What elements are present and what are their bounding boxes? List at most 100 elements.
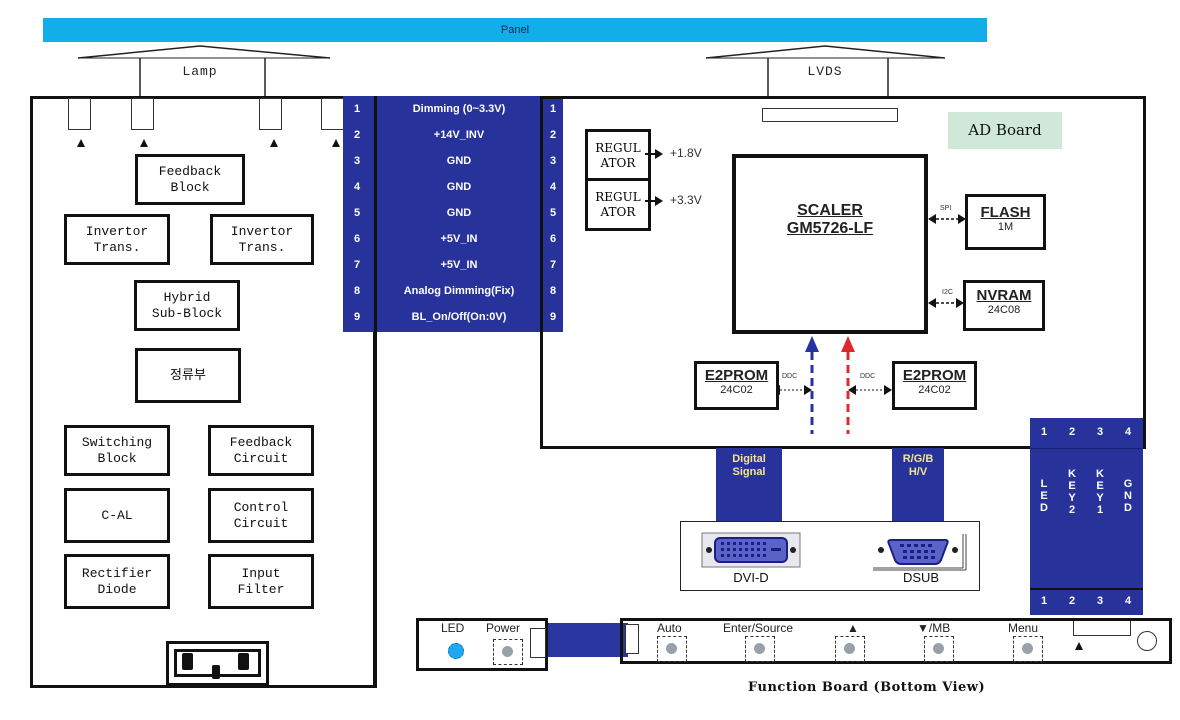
dvi-d-label: DVI-D: [733, 570, 769, 585]
key-pin-number: 3: [1096, 426, 1104, 438]
key-pin-number: 1: [1040, 595, 1048, 607]
dsub-port-icon: [873, 534, 967, 571]
auto-button-label: Auto: [657, 621, 682, 635]
pin-number: 2: [549, 129, 557, 141]
key-signal-label: K E Y 2: [1068, 468, 1076, 516]
i2c-bus-label: I2C: [942, 289, 953, 296]
pin-number: 9: [549, 311, 557, 323]
lamp-socket: [259, 98, 282, 130]
pin-number: 5: [353, 207, 361, 219]
lvds-label: LVDS: [807, 64, 843, 79]
key-pin-number: 2: [1068, 426, 1076, 438]
triangle-marker-icon: [140, 139, 148, 147]
pin-number: 7: [549, 259, 557, 271]
pin-number: 1: [549, 103, 557, 115]
up-button-label: ▲: [847, 621, 859, 635]
lvds-connector-slot: [762, 108, 898, 122]
ddc-bus-label: DDC: [782, 373, 798, 380]
key-pin-number: 3: [1096, 595, 1104, 607]
enter-source-button-label: Enter/Source: [723, 621, 794, 635]
regulator-output-voltage: +1.8V: [670, 146, 702, 160]
pin-number: 2: [353, 129, 361, 141]
mounting-hole-icon: [1137, 631, 1157, 651]
c-al-block: C-AL: [64, 488, 170, 543]
pin-signal-label: +5V_IN: [440, 233, 478, 245]
ac-inlet-icon: [166, 641, 269, 686]
key-signal-label: G N D: [1123, 478, 1133, 514]
board-edge-line: [374, 96, 377, 688]
digital-arrow-head-icon: [805, 336, 819, 352]
up-button[interactable]: [835, 636, 865, 662]
panel-bar: Panel: [43, 18, 987, 42]
enter-source-button[interactable]: [745, 636, 775, 662]
key-pin-number: 2: [1068, 595, 1076, 607]
pin-number: 3: [353, 155, 361, 167]
triangle-marker-icon: [1075, 642, 1083, 650]
scaler-chip: SCALER GM5726-LF: [732, 154, 928, 334]
key-connector-socket: [1073, 621, 1131, 636]
power-button-label: Power: [486, 621, 521, 635]
cable-socket: [530, 628, 546, 658]
dsub-label: DSUB: [902, 570, 940, 585]
pin-number: 1: [353, 103, 361, 115]
lamp-label: Lamp: [182, 64, 218, 79]
pin-number: 5: [549, 207, 557, 219]
input-connector-panel: DVI-D DSUB: [680, 521, 980, 591]
pin-signal-label: GND: [446, 155, 472, 167]
dvi-d-port-icon: [701, 532, 801, 568]
connector-pin-row: 8 Analog Dimming(Fix) 8: [343, 278, 563, 304]
pin-number: 7: [353, 259, 361, 271]
lamp-hood-outline: [77, 45, 331, 96]
pin-signal-label: BL_On/Off(On:0V): [411, 311, 507, 323]
menu-button[interactable]: [1013, 636, 1043, 662]
lamp-socket: [321, 98, 344, 130]
pin-number: 8: [353, 285, 361, 297]
analog-signal-path: [846, 352, 850, 434]
down-mb-button-label: ▼/MB: [917, 621, 951, 635]
key-signal-label: K E Y 1: [1096, 468, 1104, 516]
down-mb-button[interactable]: [924, 636, 954, 662]
connector-pin-row: 7 +5V_IN 7: [343, 252, 563, 278]
pin-signal-label: +5V_IN: [440, 259, 478, 271]
connector-pin-row: 3 GND 3: [343, 148, 563, 174]
auto-button[interactable]: [657, 636, 687, 662]
power-button[interactable]: [493, 639, 523, 665]
lamp-socket: [68, 98, 91, 130]
board-edge-line: [540, 96, 543, 332]
pin-number: 9: [353, 311, 361, 323]
function-board-title: Function Board (Bottom View): [748, 680, 986, 695]
key-signal-label: L E D: [1040, 478, 1048, 514]
pin-number: 3: [549, 155, 557, 167]
key-pin-number: 4: [1124, 426, 1132, 438]
arrow-right-icon: [645, 149, 663, 159]
eeprom-dvi-chip: E2PROM 24C02: [694, 361, 779, 410]
analog-arrow-head-icon: [841, 336, 855, 352]
nvram-chip: NVRAM 24C08: [963, 280, 1045, 331]
pin-number: 6: [353, 233, 361, 245]
pin-number: 8: [549, 285, 557, 297]
pin-signal-label: Analog Dimming(Fix): [403, 285, 515, 297]
triangle-marker-icon: [270, 139, 278, 147]
scaler-part-number: GM5726-LF: [786, 220, 874, 237]
i2c-bidirectional-arrow-icon: [928, 298, 964, 308]
led-label: LED: [441, 621, 465, 635]
lamp-socket: [131, 98, 154, 130]
flash-chip: FLASH 1M: [965, 194, 1046, 250]
function-board-ribbon-cable: [548, 623, 628, 657]
